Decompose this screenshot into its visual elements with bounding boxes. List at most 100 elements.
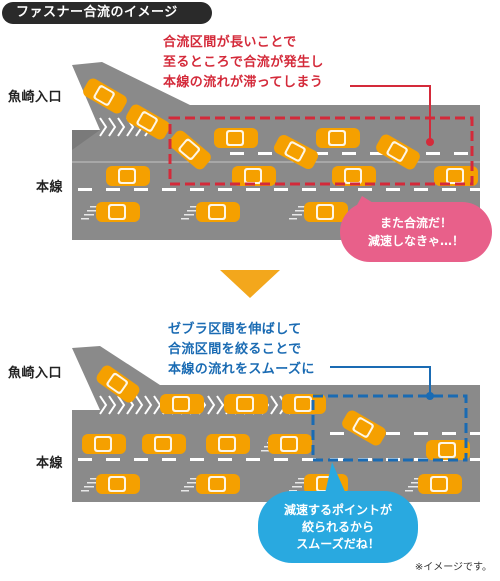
top-speed-lines [81,218,89,220]
top-car [196,202,240,222]
bottom-lane-dash [190,458,204,461]
car-cabin [95,87,113,104]
bottom-speed-lines [187,482,199,484]
top-callout-line [350,85,431,142]
car-cabin [110,478,124,490]
bottom-speed-lines [84,486,94,488]
bottom-car [418,474,462,494]
car-cabin [432,478,446,490]
top-speed-lines [184,214,194,216]
car-cabin [180,141,198,158]
car-cabin [318,206,332,218]
image-note: ※イメージです。 [414,562,492,573]
bottom-speed-lines [261,450,269,452]
bottom-zebra-stripe [135,395,144,415]
car-cabin [96,438,110,450]
car-cabin [138,113,156,130]
bottom-merge-dash [414,432,428,435]
top-car [83,78,127,114]
bottom-car [82,434,126,454]
top-car [169,130,211,170]
top-label-entrance: 魚崎入口 [8,90,63,105]
bottom-zebra-stripe [108,395,117,415]
top-speech-bubble: また合流だ！ 減速しなきゃ…！ [340,202,492,262]
top-lane-dash [442,188,456,191]
bottom-merge-zone-box [311,394,468,462]
bottom-merge-dash [442,432,456,435]
car-cabin [448,170,462,182]
top-speed-lines [84,214,94,216]
top-merge-dash [314,152,328,155]
top-car [316,128,360,148]
top-car [434,166,478,186]
bottom-bubble-tail [324,462,346,498]
top-caption-line: 至るところで合流が発生し [163,55,324,70]
bottom-lane-dash [78,458,92,461]
bottom-bubble-line: スムーズだね！ [296,537,380,551]
top-merge-dash [426,152,440,155]
bottom-label-entrance: 魚崎入口 [8,366,63,381]
bottom-bubble-line: 減速するポイントが [283,503,392,517]
top-bubble-line: また合流だ！ [379,216,452,230]
bottom-car [426,440,470,460]
top-lane-dash [190,188,204,191]
car-cabin [210,206,224,218]
car-cabin [296,398,310,410]
bottom-zebra-stripe [117,395,126,415]
top-car [126,104,170,140]
bottom-caption: ゼブラ区間を伸ばして 合流区間を絞ることで 本線の流れをスムーズに [168,320,398,380]
top-lane-dash [358,188,372,191]
bottom-speed-lines [292,486,302,488]
top-speed-lines [181,218,189,220]
top-caption-line: 本線の流れが滞ってしまう [163,75,324,90]
bottom-lane-dash [218,458,232,461]
car-cabin [282,438,296,450]
car-cabin [346,170,360,182]
top-car [332,166,376,186]
bottom-caption-line: ゼブラ区間を伸ばして [168,322,302,337]
top-zebra-stripe [99,117,108,137]
bottom-car [96,474,140,494]
top-lane-dash [470,188,484,191]
bottom-car [142,434,186,454]
bottom-car [268,434,312,454]
figure-title: ファスナー合流のイメージ [2,2,212,24]
top-onramp-shadow [72,130,100,150]
top-onramp [72,62,480,150]
bottom-lane-dash [274,458,288,461]
bottom-lane-dash [162,458,176,461]
car-cabin [330,132,344,144]
car-cabin [220,438,234,450]
bottom-lane-dash [470,458,484,461]
bottom-bubble-line: 絞られるから [301,520,374,534]
bottom-lane-dash [106,458,120,461]
top-speed-lines [295,210,307,212]
top-lane-dash [414,188,428,191]
bottom-car [224,394,268,414]
car-cabin [246,170,260,182]
car-cabin [228,132,242,144]
bottom-zebra-stripe [99,395,108,415]
bottom-zebra-stripe [216,395,225,415]
bottom-speed-lines [184,486,194,488]
top-callout-dot [426,138,434,146]
top-lane-dash [106,188,120,191]
bottom-callout-line [330,366,431,396]
top-merge-dash [454,152,468,155]
bottom-lane-dash [134,458,148,461]
bottom-car [282,394,326,414]
top-lane-dash [134,188,148,191]
bottom-merge-dash [330,432,344,435]
bottom-car [160,394,204,414]
bottom-speed-lines [408,486,418,488]
top-lane-dash [218,188,232,191]
bottom-callout-dot [426,392,434,400]
top-lane-dash [386,188,400,191]
car-cabin [108,375,126,392]
top-lane-dash [302,188,316,191]
bottom-speed-lines [295,482,307,484]
top-car [273,134,319,170]
car-cabin [238,398,252,410]
bottom-merge-dash [470,432,484,435]
car-cabin [210,478,224,490]
